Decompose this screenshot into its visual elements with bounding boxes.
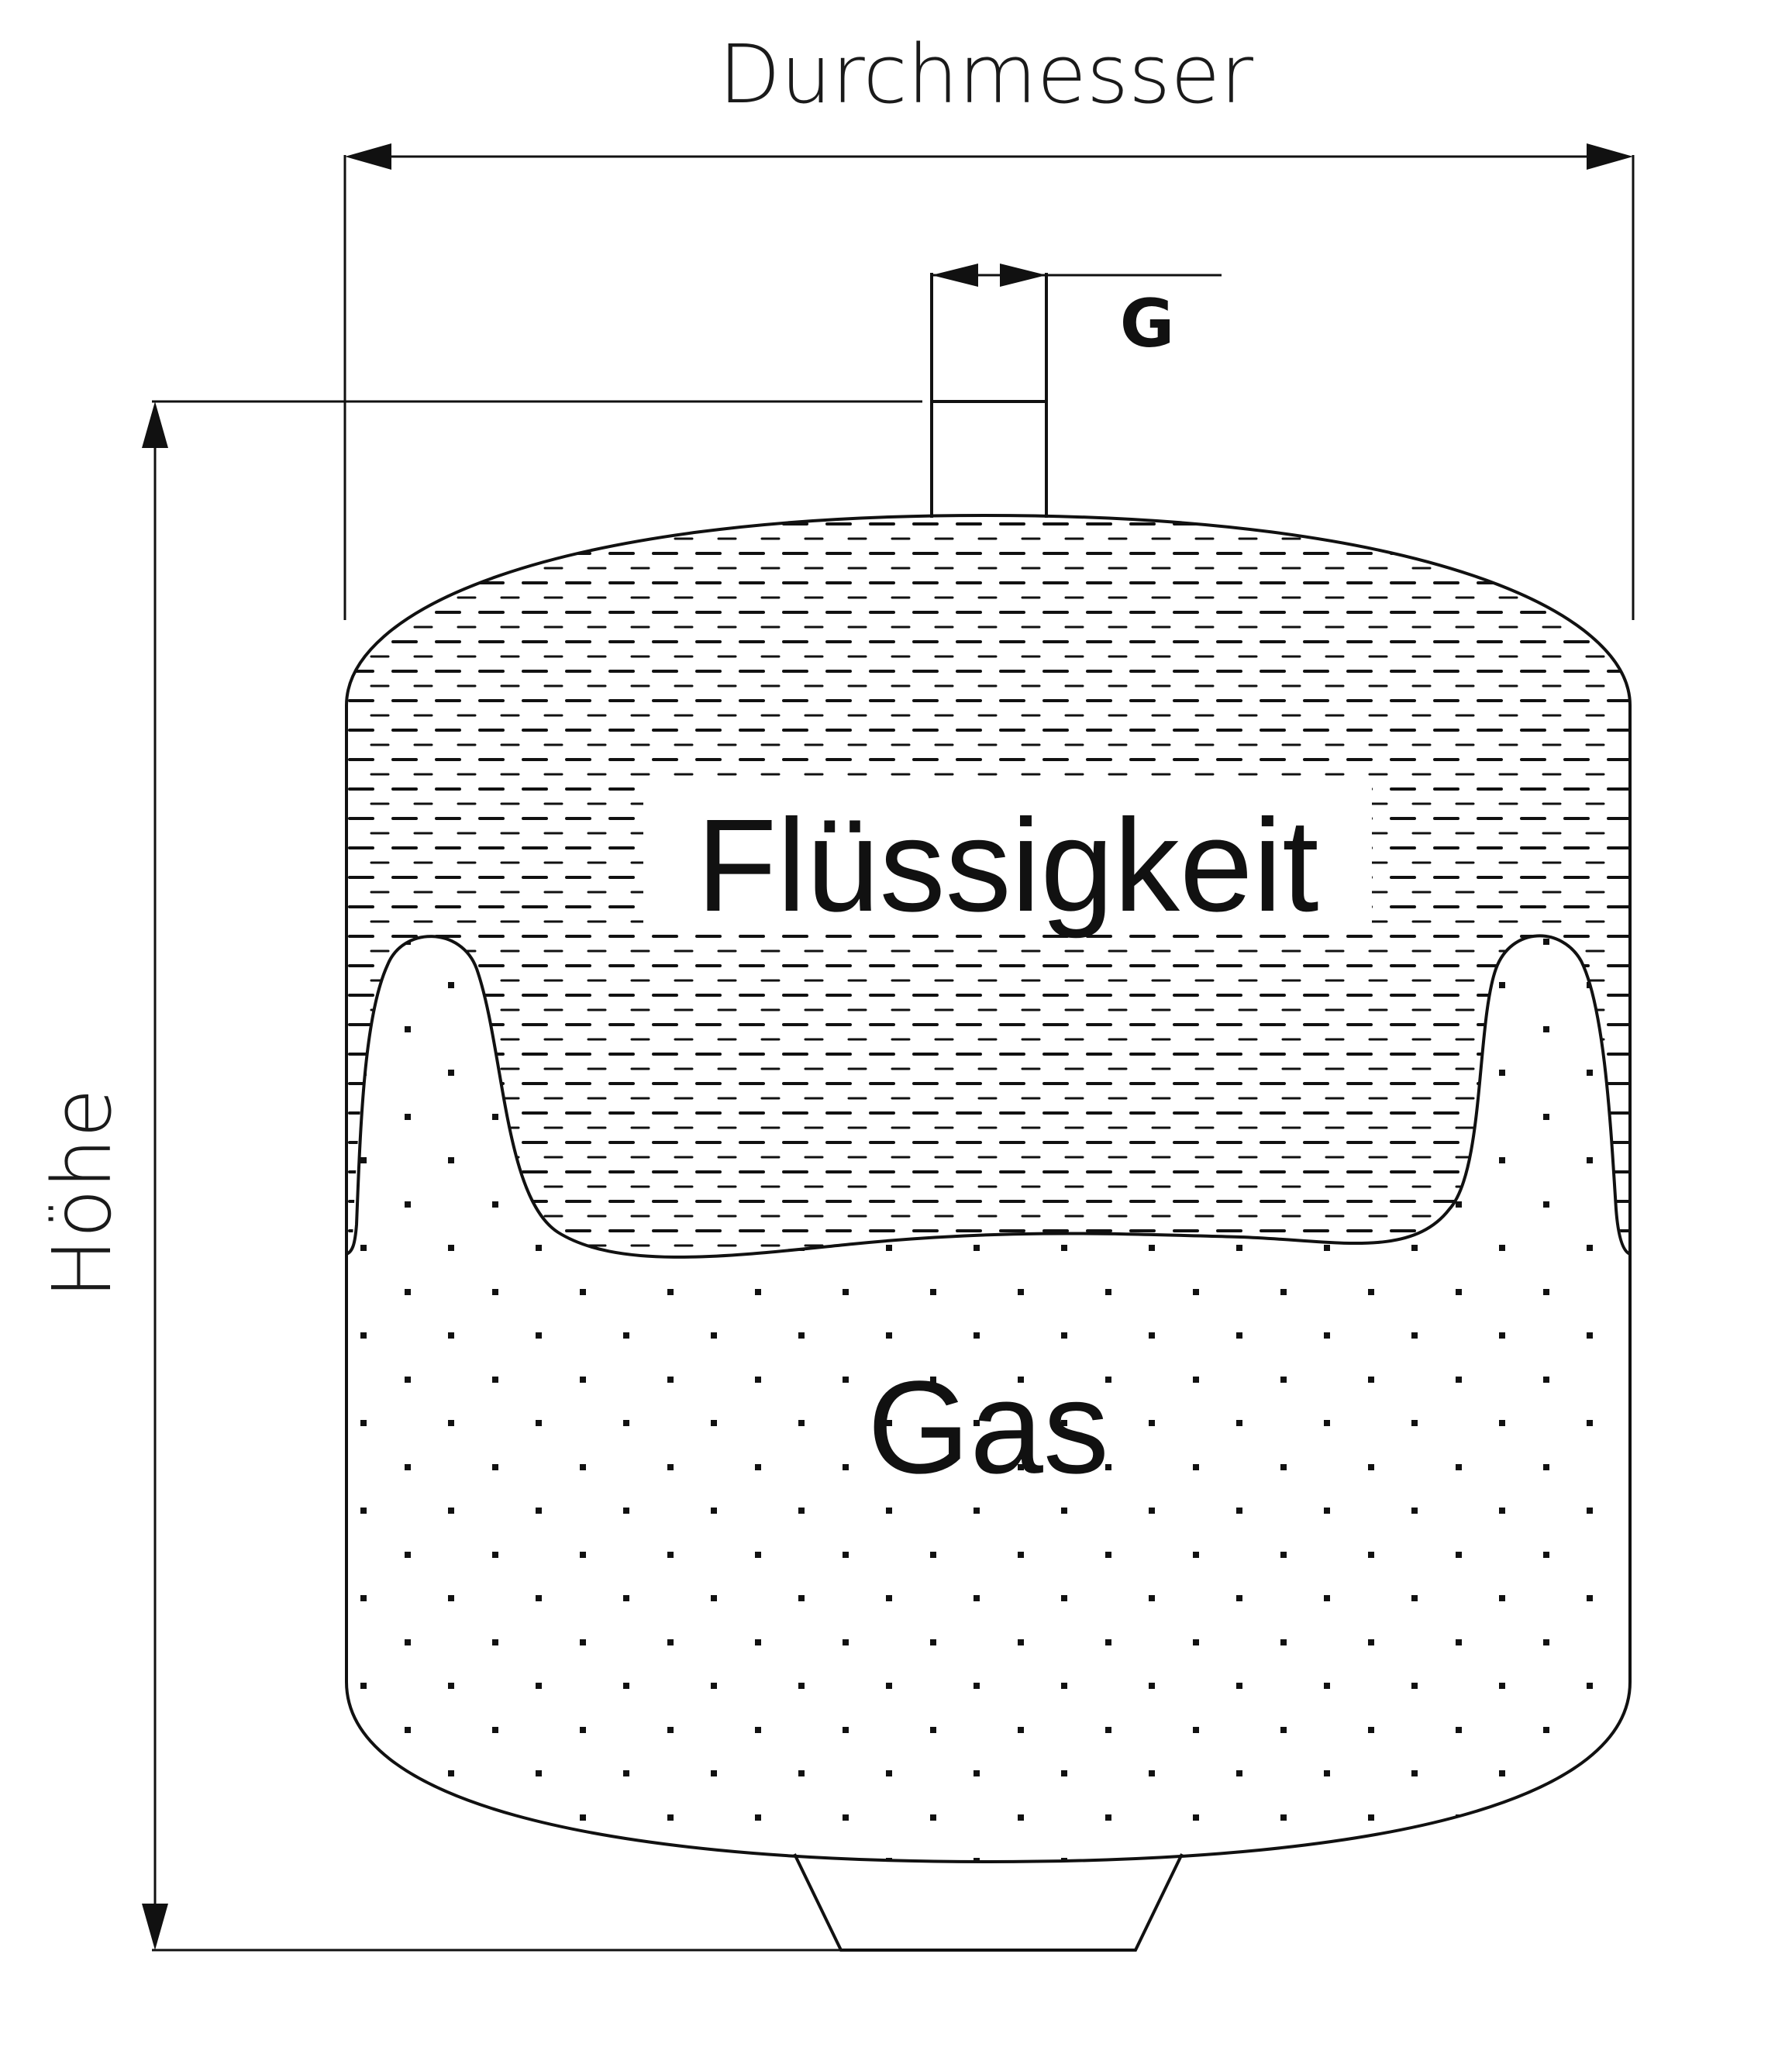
liquid-label-background [643,783,1372,929]
top-connection-nozzle [930,273,1048,518]
diameter-label: Durchmesser [719,27,1253,122]
connection-label: G [1120,285,1175,363]
gas-fill-pattern [346,936,1630,1862]
arrow-right-small-icon [1000,264,1046,287]
arrow-up-icon [142,401,168,448]
height-dimension [142,400,922,1952]
liquid-label: Flüssigkeit [696,792,1318,939]
diameter-dimension [343,143,1635,620]
arrow-left-icon [345,143,391,170]
membrane-line [346,934,1631,1259]
arrow-right-icon [1587,143,1633,170]
vessel-outline [345,513,1632,1864]
gas-label: Gas [867,1354,1109,1501]
height-label: Höhe [35,1088,129,1299]
connection-dimension [932,264,1222,287]
gas-region [346,936,1630,1862]
bottom-foot [793,1853,1184,1952]
arrow-down-icon [142,1904,168,1950]
arrow-left-small-icon [932,264,978,287]
